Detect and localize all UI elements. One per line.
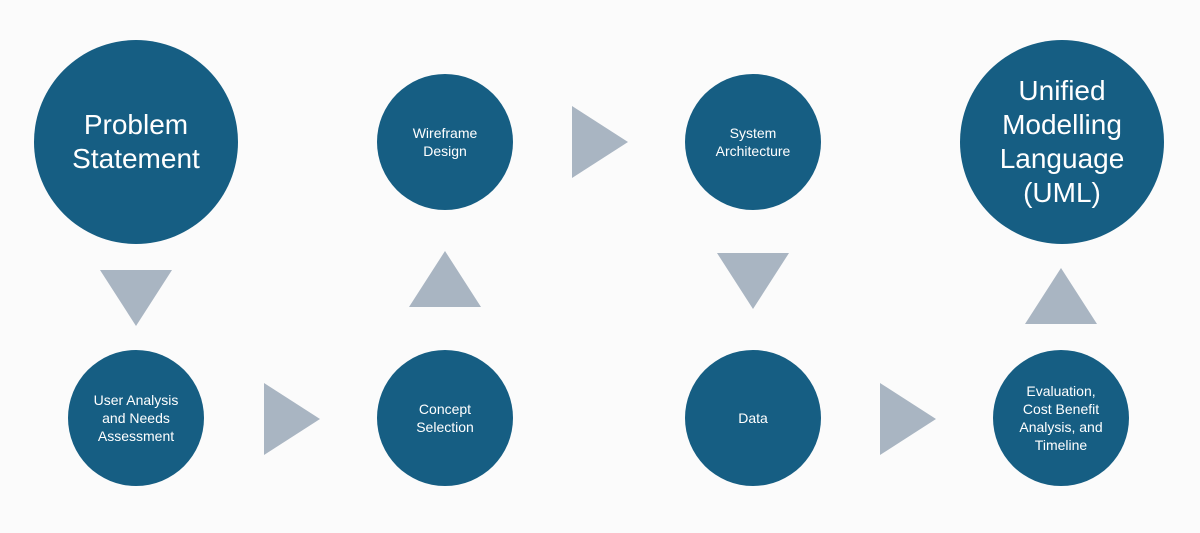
system-architecture-node: System Architecture xyxy=(685,74,821,210)
concept-selection-node: Concept Selection xyxy=(377,350,513,486)
wireframe-design-node: Wireframe Design xyxy=(377,74,513,210)
arrow-right-icon xyxy=(264,383,320,455)
system-architecture-label: System Architecture xyxy=(715,125,791,159)
concept-selection-label: Concept Selection xyxy=(416,401,474,435)
wireframe-design-label: Wireframe Design xyxy=(412,125,478,159)
arrow-right-icon xyxy=(572,106,628,178)
user-analysis-label: User Analysis and Needs Assessment xyxy=(93,392,179,444)
problem-statement-node: Problem Statement xyxy=(34,40,238,244)
arrow-down-icon xyxy=(100,270,172,326)
user-analysis-node: User Analysis and Needs Assessment xyxy=(68,350,204,486)
data-label: Data xyxy=(738,410,768,426)
data-node: Data xyxy=(685,350,821,486)
evaluation-node: Evaluation, Cost Benefit Analysis, and T… xyxy=(993,350,1129,486)
evaluation-label: Evaluation, Cost Benefit Analysis, and T… xyxy=(1019,383,1103,453)
arrow-up-icon xyxy=(1025,268,1097,324)
uml-label: Unified Modelling Language (UML) xyxy=(999,75,1125,208)
uml-node: Unified Modelling Language (UML) xyxy=(960,40,1164,244)
arrow-up-icon xyxy=(409,251,481,307)
arrow-right-icon xyxy=(880,383,936,455)
problem-statement-label: Problem Statement xyxy=(72,109,200,174)
arrow-down-icon xyxy=(717,253,789,309)
